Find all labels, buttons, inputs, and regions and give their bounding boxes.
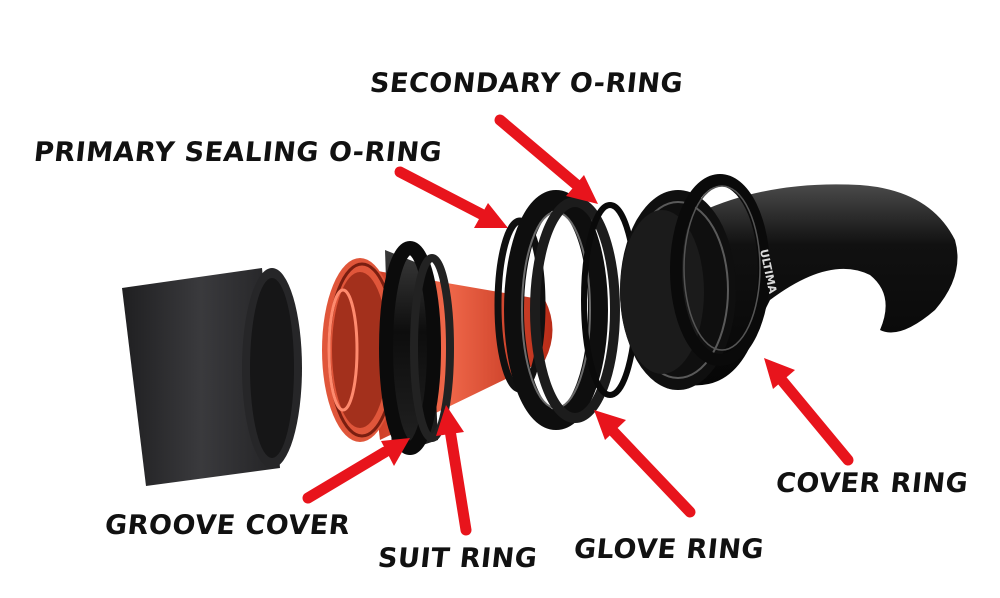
- label-suit-ring: SUIT RING: [376, 543, 539, 574]
- label-secondary-o-ring: SECONDARY O-RING: [368, 68, 685, 99]
- arrow-primary-sealing-o-ring: [394, 166, 508, 228]
- label-groove-cover: GROOVE COVER: [103, 510, 352, 541]
- arrow-suit-ring: [436, 405, 472, 536]
- arrow-cover-ring: [764, 358, 854, 466]
- groove-cover-part: [122, 268, 302, 486]
- suit-ring-part: [322, 241, 553, 455]
- arrow-secondary-o-ring: [494, 114, 598, 204]
- label-glove-ring: GLOVE RING: [572, 534, 766, 565]
- arrow-groove-cover: [302, 438, 410, 504]
- arrow-glove-ring: [594, 410, 696, 518]
- cover-ring-part: ULTIMA: [620, 174, 958, 390]
- label-cover-ring: COVER RING: [774, 468, 970, 499]
- callout-arrows: [302, 114, 854, 536]
- glove-ring-part: [504, 190, 620, 430]
- label-primary-sealing-o-ring: PRIMARY SEALING O-RING: [32, 137, 444, 168]
